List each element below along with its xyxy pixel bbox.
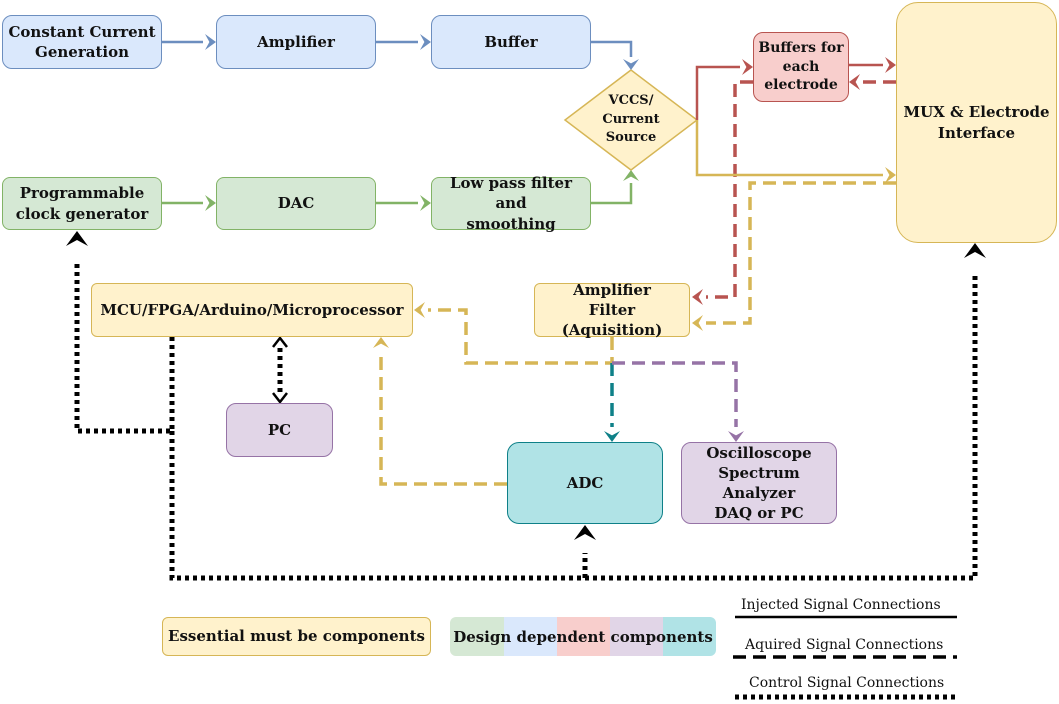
mcu-fpga-block[interactable]: MCU/FPGA/Arduino/Microprocessor	[91, 283, 413, 337]
adc-label: ADC	[566, 473, 604, 492]
legend-swatch-teal	[663, 617, 716, 656]
wire-ampfilter-oscilloscope	[612, 361, 738, 427]
amplifier-filter-acquisition-block[interactable]: Amplifier Filter (Aquisition)	[534, 281, 690, 339]
arrow-mcu-to-pc	[272, 392, 288, 405]
oscilloscope-label: Oscilloscope Spectrum Analyzer DAQ or PC	[706, 443, 812, 523]
legend-design-dependent-label: Design dependent components	[453, 627, 713, 646]
mux-electrode-label: MUX & Electrode Interface	[903, 103, 1050, 142]
legend-design-dependent-swatch	[450, 617, 716, 656]
wire-lowpass-vccs	[591, 183, 633, 205]
arrow-buffer-vccs	[623, 59, 639, 70]
buffers-each-electrode-label: Buffers for each electrode	[758, 39, 844, 94]
wire-vccs-mux	[695, 120, 883, 177]
pc-label: PC	[267, 420, 292, 439]
constant-current-label: Constant Current Generation	[8, 22, 156, 61]
arrow-mcu-clock	[66, 231, 88, 246]
wire-buffer-vccs	[591, 40, 633, 57]
buffers-for-each-electrode-block[interactable]: Buffers for each electrode	[753, 32, 849, 102]
arrow-control-mux	[964, 243, 986, 258]
legend-essential-label: Essential must be components	[168, 627, 425, 646]
arrow-ampfilter-oscilloscope	[728, 431, 744, 442]
arrow-mux-ampfilter	[692, 315, 703, 331]
dac-block[interactable]: DAC	[216, 177, 376, 230]
wire-buffers-ampfilter	[706, 80, 753, 299]
amplifier-filter-label: Amplifier Filter (Aquisition)	[561, 280, 663, 340]
legend-injected-label: Injected Signal Connections	[741, 597, 941, 613]
amplifier-label: Amplifier	[257, 32, 335, 51]
oscilloscope-spectrum-analyzer-block[interactable]: Oscilloscope Spectrum Analyzer DAQ or PC	[681, 442, 837, 524]
clock-generator-label: Programmable clock generator	[15, 184, 149, 223]
arrow-lowpass-vccs	[623, 170, 639, 181]
programmable-clock-generator-block[interactable]: Programmable clock generator	[2, 177, 162, 230]
arrow-dac-lowpass	[420, 195, 431, 211]
wire-mcu-clock	[74, 260, 175, 434]
arrow-pc-to-mcu	[272, 335, 288, 348]
legend-control-label: Control Signal Connections	[749, 675, 945, 691]
vccs-current-source-label: VCCS/ Current Source	[602, 92, 660, 146]
wire-ampfilter-mcu	[428, 308, 614, 365]
legend-swatch-green	[450, 617, 504, 656]
low-pass-filter-label: Low pass filter and smoothing	[450, 174, 572, 233]
constant-current-generation-block[interactable]: Constant Current Generation	[2, 15, 162, 69]
dac-label: DAC	[277, 194, 315, 213]
arrow-mux-buffers-return	[849, 74, 860, 90]
arrow-control-adc	[574, 525, 596, 540]
mux-electrode-interface-block[interactable]: MUX & Electrode Interface	[896, 2, 1057, 243]
arrow-amplifier-buffer	[420, 34, 431, 50]
buffer-block[interactable]: Buffer	[431, 15, 591, 69]
wire-mcu-adc-mux	[169, 272, 978, 581]
low-pass-filter-block[interactable]: Low pass filter and smoothing	[431, 174, 591, 233]
arrow-buffers-ampfilter	[692, 289, 703, 305]
buffer-label: Buffer	[484, 32, 538, 51]
wire-vccs-buffers	[695, 65, 740, 120]
legend-swatch-red	[557, 617, 610, 656]
arrow-vccs-buffers	[742, 59, 753, 75]
arrow-clock-dac	[205, 195, 216, 211]
legend-swatch-blue	[504, 617, 557, 656]
wire-mux-ampfilter	[706, 181, 896, 325]
arrow-ampfilter-adc	[604, 431, 620, 442]
legend-acquired-label: Aquired Signal Connections	[745, 637, 944, 653]
arrow-vccs-mux	[885, 167, 896, 183]
arrow-buffers-mux	[885, 57, 896, 73]
pc-block[interactable]: PC	[226, 403, 333, 457]
mcu-label: MCU/FPGA/Arduino/Microprocessor	[100, 300, 404, 319]
arrow-adc-mcu	[373, 337, 389, 348]
arrow-constcurrent-amplifier	[205, 34, 216, 50]
legend-swatch-purple	[610, 617, 663, 656]
wire-adc-mcu	[379, 352, 507, 486]
amplifier-block[interactable]: Amplifier	[216, 15, 376, 69]
arrow-ampfilter-mcu	[414, 302, 425, 318]
adc-block[interactable]: ADC	[507, 442, 663, 524]
legend-essential-components: Essential must be components	[162, 617, 431, 656]
